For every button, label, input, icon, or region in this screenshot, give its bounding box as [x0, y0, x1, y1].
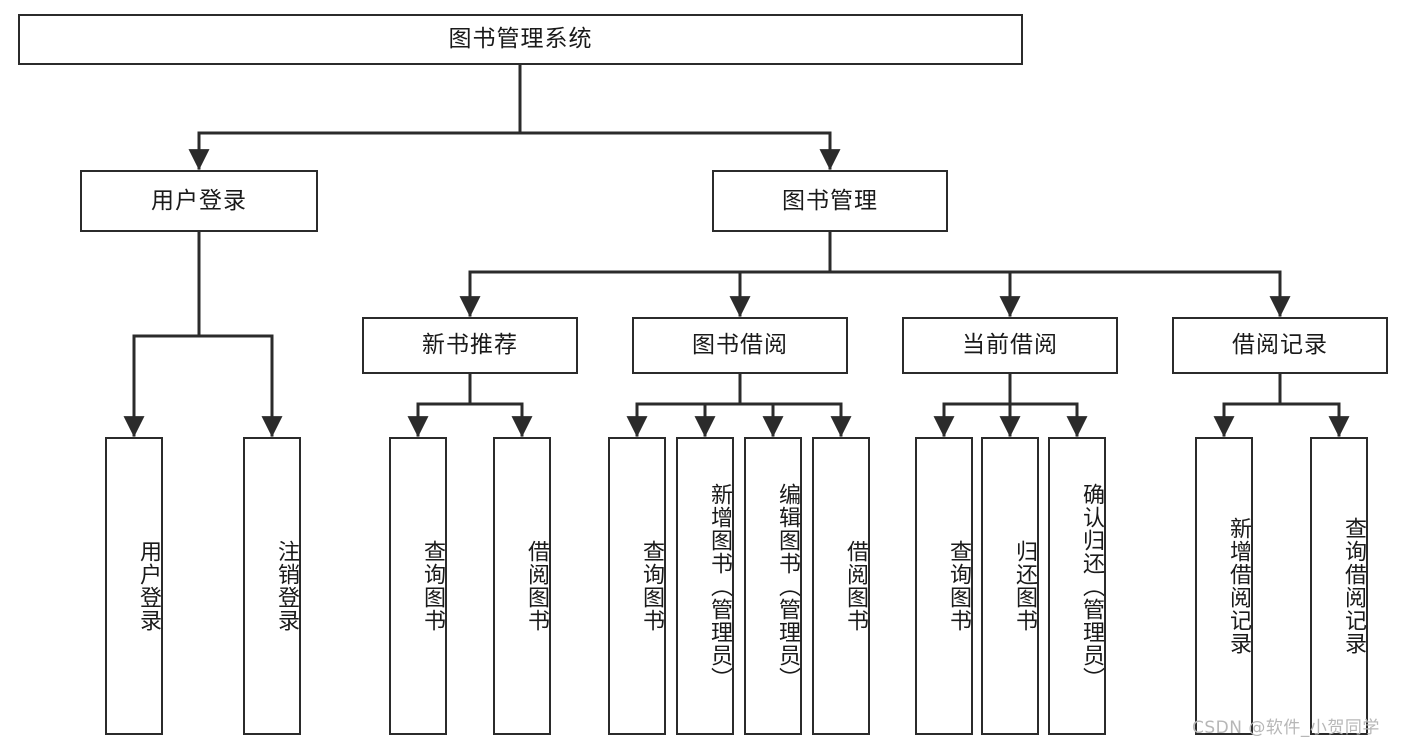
csdn-watermark: CSDN @软件_小贺同学: [1192, 718, 1380, 738]
node-leaf-borrow-book-1[interactable]: 借阅图书: [493, 437, 551, 735]
node-leaf-query-book-1[interactable]: 查询图书: [389, 437, 447, 735]
node-leaf-confirm-return[interactable]: 确认归还（管理员）: [1048, 437, 1106, 735]
node-leaf-borrow-book-2-label: 借阅图书: [843, 540, 868, 632]
node-leaf-query-record[interactable]: 查询借阅记录: [1310, 437, 1368, 735]
node-leaf-edit-book-label: 编辑图书（管理员）: [775, 482, 800, 690]
node-new-book-recommend-label: 新书推荐: [422, 332, 518, 359]
node-book-borrow-label: 图书借阅: [692, 332, 788, 359]
node-leaf-logout-login-label: 注销登录: [274, 540, 299, 632]
node-leaf-add-book[interactable]: 新增图书（管理员）: [676, 437, 734, 735]
node-root-label: 图书管理系统: [448, 26, 593, 53]
node-leaf-borrow-book-2[interactable]: 借阅图书: [812, 437, 870, 735]
node-user-login-label: 用户登录: [151, 187, 247, 214]
node-leaf-add-record[interactable]: 新增借阅记录: [1195, 437, 1253, 735]
node-user-login[interactable]: 用户登录: [80, 170, 318, 232]
node-book-borrow[interactable]: 图书借阅: [632, 317, 848, 374]
node-leaf-add-record-label: 新增借阅记录: [1226, 517, 1251, 655]
node-leaf-query-book-3[interactable]: 查询图书: [915, 437, 973, 735]
node-book-manage-label: 图书管理: [782, 187, 878, 214]
node-leaf-query-book-1-label: 查询图书: [420, 540, 445, 632]
node-borrow-record[interactable]: 借阅记录: [1172, 317, 1388, 374]
node-book-manage[interactable]: 图书管理: [712, 170, 948, 232]
node-current-borrow-label: 当前借阅: [962, 332, 1058, 359]
node-leaf-query-record-label: 查询借阅记录: [1341, 517, 1366, 655]
node-leaf-edit-book[interactable]: 编辑图书（管理员）: [744, 437, 802, 735]
node-leaf-return-book[interactable]: 归还图书: [981, 437, 1039, 735]
node-root[interactable]: 图书管理系统: [18, 14, 1023, 65]
node-leaf-user-login-label: 用户登录: [136, 540, 161, 632]
node-leaf-query-book-2-label: 查询图书: [639, 540, 664, 632]
node-leaf-add-book-label: 新增图书（管理员）: [707, 482, 732, 690]
node-new-book-recommend[interactable]: 新书推荐: [362, 317, 578, 374]
node-leaf-return-book-label: 归还图书: [1012, 540, 1037, 632]
node-leaf-query-book-3-label: 查询图书: [946, 540, 971, 632]
node-leaf-logout-login[interactable]: 注销登录: [243, 437, 301, 735]
node-leaf-user-login[interactable]: 用户登录: [105, 437, 163, 735]
node-leaf-query-book-2[interactable]: 查询图书: [608, 437, 666, 735]
node-leaf-confirm-return-label: 确认归还（管理员）: [1079, 482, 1104, 690]
node-leaf-borrow-book-1-label: 借阅图书: [524, 540, 549, 632]
node-current-borrow[interactable]: 当前借阅: [902, 317, 1118, 374]
node-borrow-record-label: 借阅记录: [1232, 332, 1328, 359]
